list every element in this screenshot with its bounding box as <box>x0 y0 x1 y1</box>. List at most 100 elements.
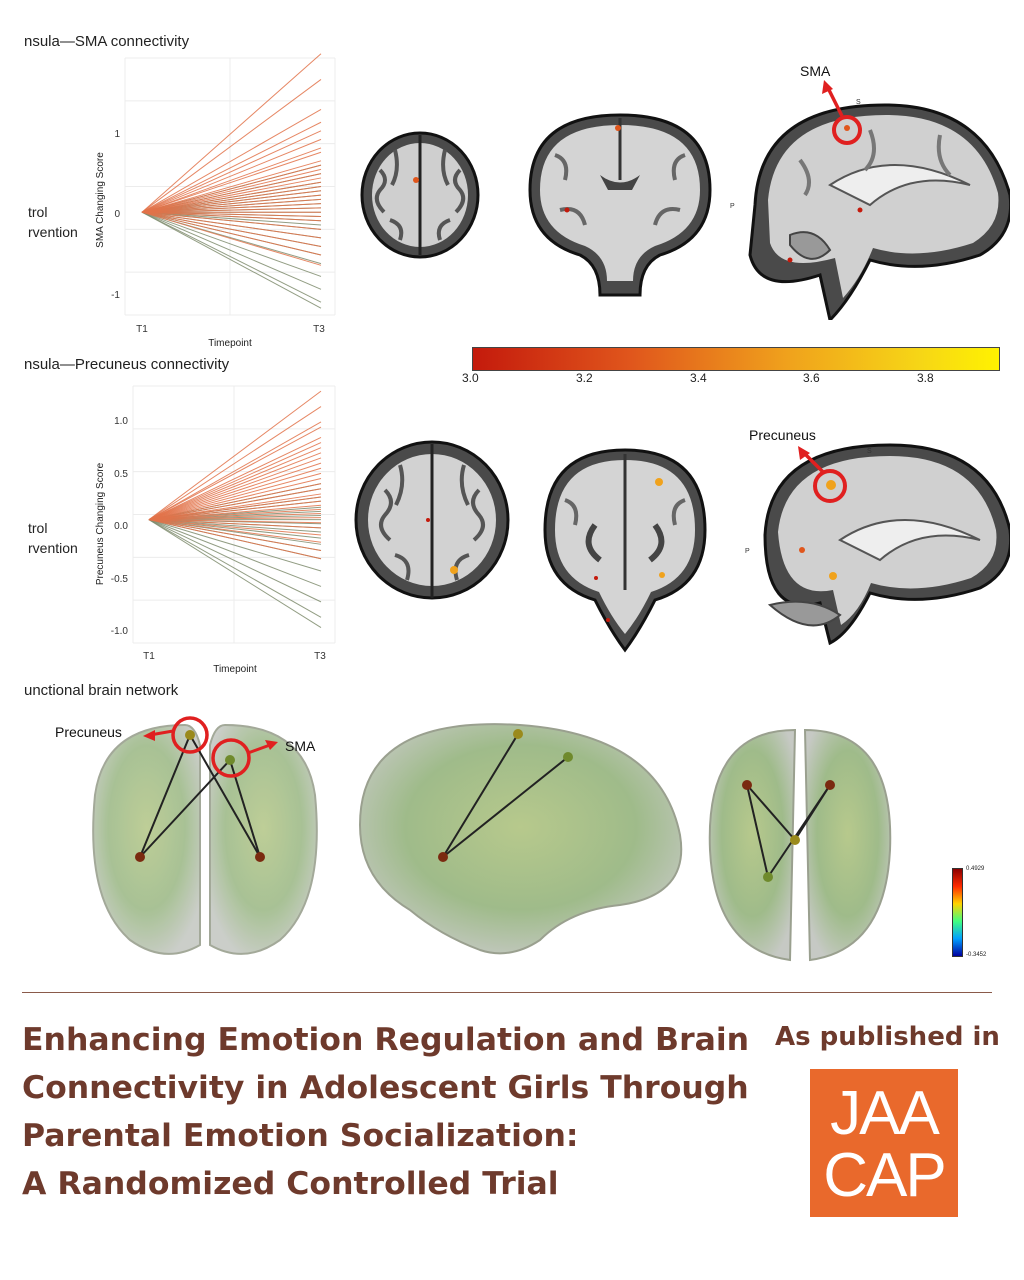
sma-sagittal-slice: S P <box>730 80 1010 320</box>
precuneus-line-chart: 1.0 0.5 0.0 -0.5 -1.0 T1 T3 Timepoint Pr… <box>95 385 336 675</box>
article-title-line-4: A Randomized Controlled Trial <box>22 1166 559 1202</box>
series-line-rvention <box>148 452 322 521</box>
precuneus-chart-lines <box>148 390 322 629</box>
pre-slice-letter-p: P <box>745 548 750 555</box>
pre-xtick-t3: T3 <box>314 651 326 662</box>
series-line-rvention <box>141 168 322 213</box>
sma-axial-slice <box>360 131 480 259</box>
series-line-rvention <box>148 519 322 529</box>
article-title: Enhancing Emotion Regulation and Brain C… <box>22 1016 762 1208</box>
series-line-rvention <box>141 211 322 256</box>
precuneus-panel-title: nsula—Precuneus connectivity <box>24 356 230 373</box>
series-line-rvention <box>148 421 322 521</box>
series-line-trol <box>148 519 322 587</box>
legend-control: trol <box>28 204 48 220</box>
series-line-rvention <box>141 211 322 247</box>
precuneus-sagittal-slice: S P <box>745 443 1010 646</box>
series-line-rvention <box>141 160 322 213</box>
precuneus-brain-slices: S P <box>354 440 1010 653</box>
series-line-trol <box>148 519 322 533</box>
sma-brain-label: SMA <box>800 63 831 79</box>
series-line-rvention <box>148 467 322 521</box>
sma-arrow-icon <box>822 80 833 94</box>
series-line-rvention <box>148 496 322 521</box>
precuneus-arrow-icon <box>798 446 810 460</box>
logo-line-1: JAA <box>830 1079 940 1148</box>
series-line-rvention <box>141 121 322 213</box>
sma-ylabel: SMA Changing Score <box>95 152 106 248</box>
sma-line-chart: 1 0 -1 T1 T3 Timepoint SMA Changing Scor… <box>95 53 336 349</box>
legend-intervention: rvention <box>28 224 78 240</box>
series-line-rvention <box>141 130 322 213</box>
pre-slice-letter-s: S <box>867 448 872 455</box>
series-line-rvention <box>148 508 322 521</box>
precuneus-highlight-circle <box>813 469 847 503</box>
left-insula-node <box>135 852 145 862</box>
series-line-rvention <box>141 108 322 213</box>
series-line-rvention <box>148 512 322 521</box>
network-label-sma: SMA <box>285 738 316 754</box>
series-line-rvention <box>148 500 322 521</box>
series-line-rvention <box>141 211 322 266</box>
series-line-rvention <box>141 177 322 213</box>
article-title-line-3: Parental Emotion Socialization: <box>22 1118 579 1154</box>
series-line-rvention <box>141 190 322 213</box>
sma-slice-letter-s: S <box>856 99 861 106</box>
precuneus-axial-slice <box>354 440 510 600</box>
series-line-rvention <box>148 447 322 521</box>
colorbar-tick-2: 3.2 <box>576 371 593 385</box>
pre-xtick-t1: T1 <box>143 651 155 662</box>
series-line-rvention <box>141 79 322 213</box>
series-line-rvention <box>148 462 322 521</box>
series-line-rvention <box>141 138 322 213</box>
series-line-rvention <box>148 483 322 521</box>
network-colorbar-max: 0.4929 <box>966 866 985 872</box>
series-line-rvention <box>141 186 322 213</box>
series-line-rvention <box>141 53 322 213</box>
network-brain-views <box>92 716 892 962</box>
legend-intervention-2: rvention <box>28 540 78 556</box>
series-line-rvention <box>148 488 322 521</box>
series-line-trol <box>148 519 322 572</box>
pre-ytick-0: 0.0 <box>114 521 128 532</box>
series-line-rvention <box>148 517 322 521</box>
precuneus-brain-label: Precuneus <box>749 427 816 443</box>
series-line-rvention <box>148 519 322 551</box>
series-line-rvention <box>141 211 322 230</box>
sma-brain-slices: S P <box>360 80 1010 320</box>
series-line-rvention <box>148 504 322 521</box>
legend-control-2: trol <box>28 520 48 536</box>
article-title-line-1: Enhancing Emotion Regulation and Brain <box>22 1022 750 1058</box>
series-line-trol <box>148 519 322 539</box>
network-colorbar <box>952 868 963 957</box>
network-frontal-view <box>92 716 318 955</box>
series-line-rvention <box>141 164 322 213</box>
pre-ytick-neg05: -0.5 <box>111 574 129 585</box>
series-line-trol <box>148 519 322 618</box>
network-label-precuneus: Precuneus <box>55 724 122 740</box>
series-line-rvention <box>141 151 322 213</box>
series-line-rvention <box>148 472 322 521</box>
series-line-rvention <box>148 442 322 521</box>
pre-ytick-05: 0.5 <box>114 469 128 480</box>
colorbar-tick-3: 3.4 <box>690 371 707 385</box>
sma-slice-letter-p: P <box>730 203 735 210</box>
colorbar-tick-1: 3.0 <box>462 371 479 385</box>
sma-chart-lines <box>141 53 322 309</box>
series-line-rvention <box>141 198 322 213</box>
pre-ytick-1: 1.0 <box>114 416 128 427</box>
series-line-rvention <box>148 457 322 521</box>
series-line-rvention <box>141 211 322 217</box>
sma-xlabel: Timepoint <box>208 338 252 349</box>
series-line-rvention <box>148 493 322 521</box>
article-title-line-2: Connectivity in Adolescent Girls Through <box>22 1070 749 1106</box>
series-line-rvention <box>141 207 322 213</box>
series-line-trol <box>141 211 322 277</box>
sma-coronal-slice <box>528 113 712 297</box>
right-insula-node <box>255 852 265 862</box>
precuneus-arrow-left-icon <box>143 730 155 741</box>
series-line-trol <box>148 519 322 603</box>
series-line-rvention <box>148 406 322 521</box>
series-line-rvention <box>148 519 322 560</box>
network-colorbar-min: -0.3452 <box>966 952 987 958</box>
